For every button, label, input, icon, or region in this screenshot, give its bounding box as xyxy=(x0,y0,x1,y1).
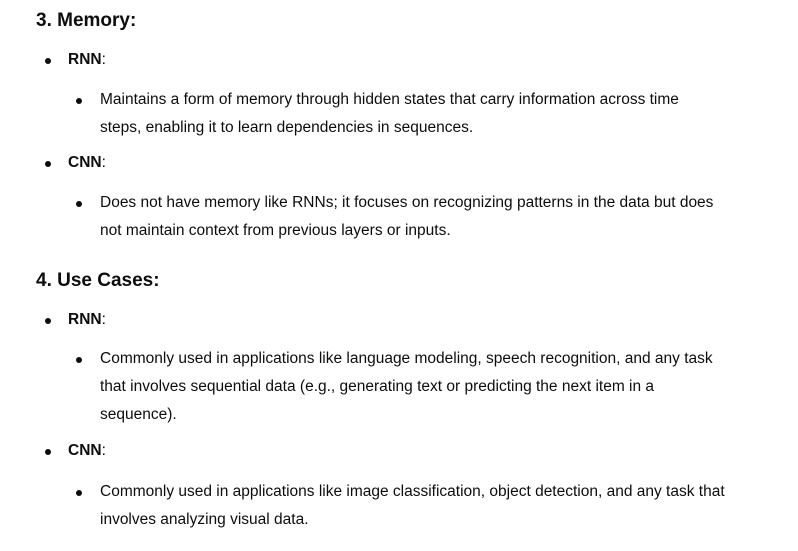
bullet-icon xyxy=(45,58,51,64)
item-label: RNN xyxy=(68,311,102,328)
bullet-icon xyxy=(76,98,82,104)
bullet-icon xyxy=(76,490,82,496)
detail-line: Does not have memory like RNNs; it focus… xyxy=(100,194,714,211)
item-label: CNN xyxy=(68,442,102,459)
detail-line: steps, enabling it to learn dependencies… xyxy=(100,119,474,136)
detail-line: Commonly used in applications like image… xyxy=(100,483,725,500)
section-heading: 4. Use Cases: xyxy=(36,270,160,291)
detail-line: Commonly used in applications like langu… xyxy=(100,350,713,367)
list-item-detail: Does not have memory like RNNs; it focus… xyxy=(100,189,713,245)
detail-line: that involves sequential data (e.g., gen… xyxy=(100,378,655,395)
detail-line: not maintain context from previous layer… xyxy=(100,222,451,239)
list-item-cnn: CNN: xyxy=(68,154,106,172)
item-colon: : xyxy=(101,311,106,328)
section-heading: 3. Memory: xyxy=(36,10,137,31)
detail-line: involves analyzing visual data. xyxy=(100,511,309,528)
bullet-icon xyxy=(76,201,82,207)
list-item-cnn: CNN: xyxy=(68,442,106,460)
bullet-icon xyxy=(45,161,51,167)
list-item-detail: Maintains a form of memory through hidde… xyxy=(100,86,679,142)
item-colon: : xyxy=(101,154,106,171)
item-label: CNN xyxy=(68,154,102,171)
bullet-icon xyxy=(45,449,51,455)
list-item-detail: Commonly used in applications like langu… xyxy=(100,345,713,429)
bullet-icon xyxy=(45,318,51,324)
detail-line: sequence). xyxy=(100,406,177,423)
item-colon: : xyxy=(101,442,106,459)
list-item-rnn: RNN: xyxy=(68,311,106,329)
item-label: RNN xyxy=(68,51,102,68)
list-item-detail: Commonly used in applications like image… xyxy=(100,478,725,534)
bullet-icon xyxy=(76,357,82,363)
detail-line: Maintains a form of memory through hidde… xyxy=(100,91,679,108)
item-colon: : xyxy=(101,51,106,68)
list-item-rnn: RNN: xyxy=(68,51,106,69)
